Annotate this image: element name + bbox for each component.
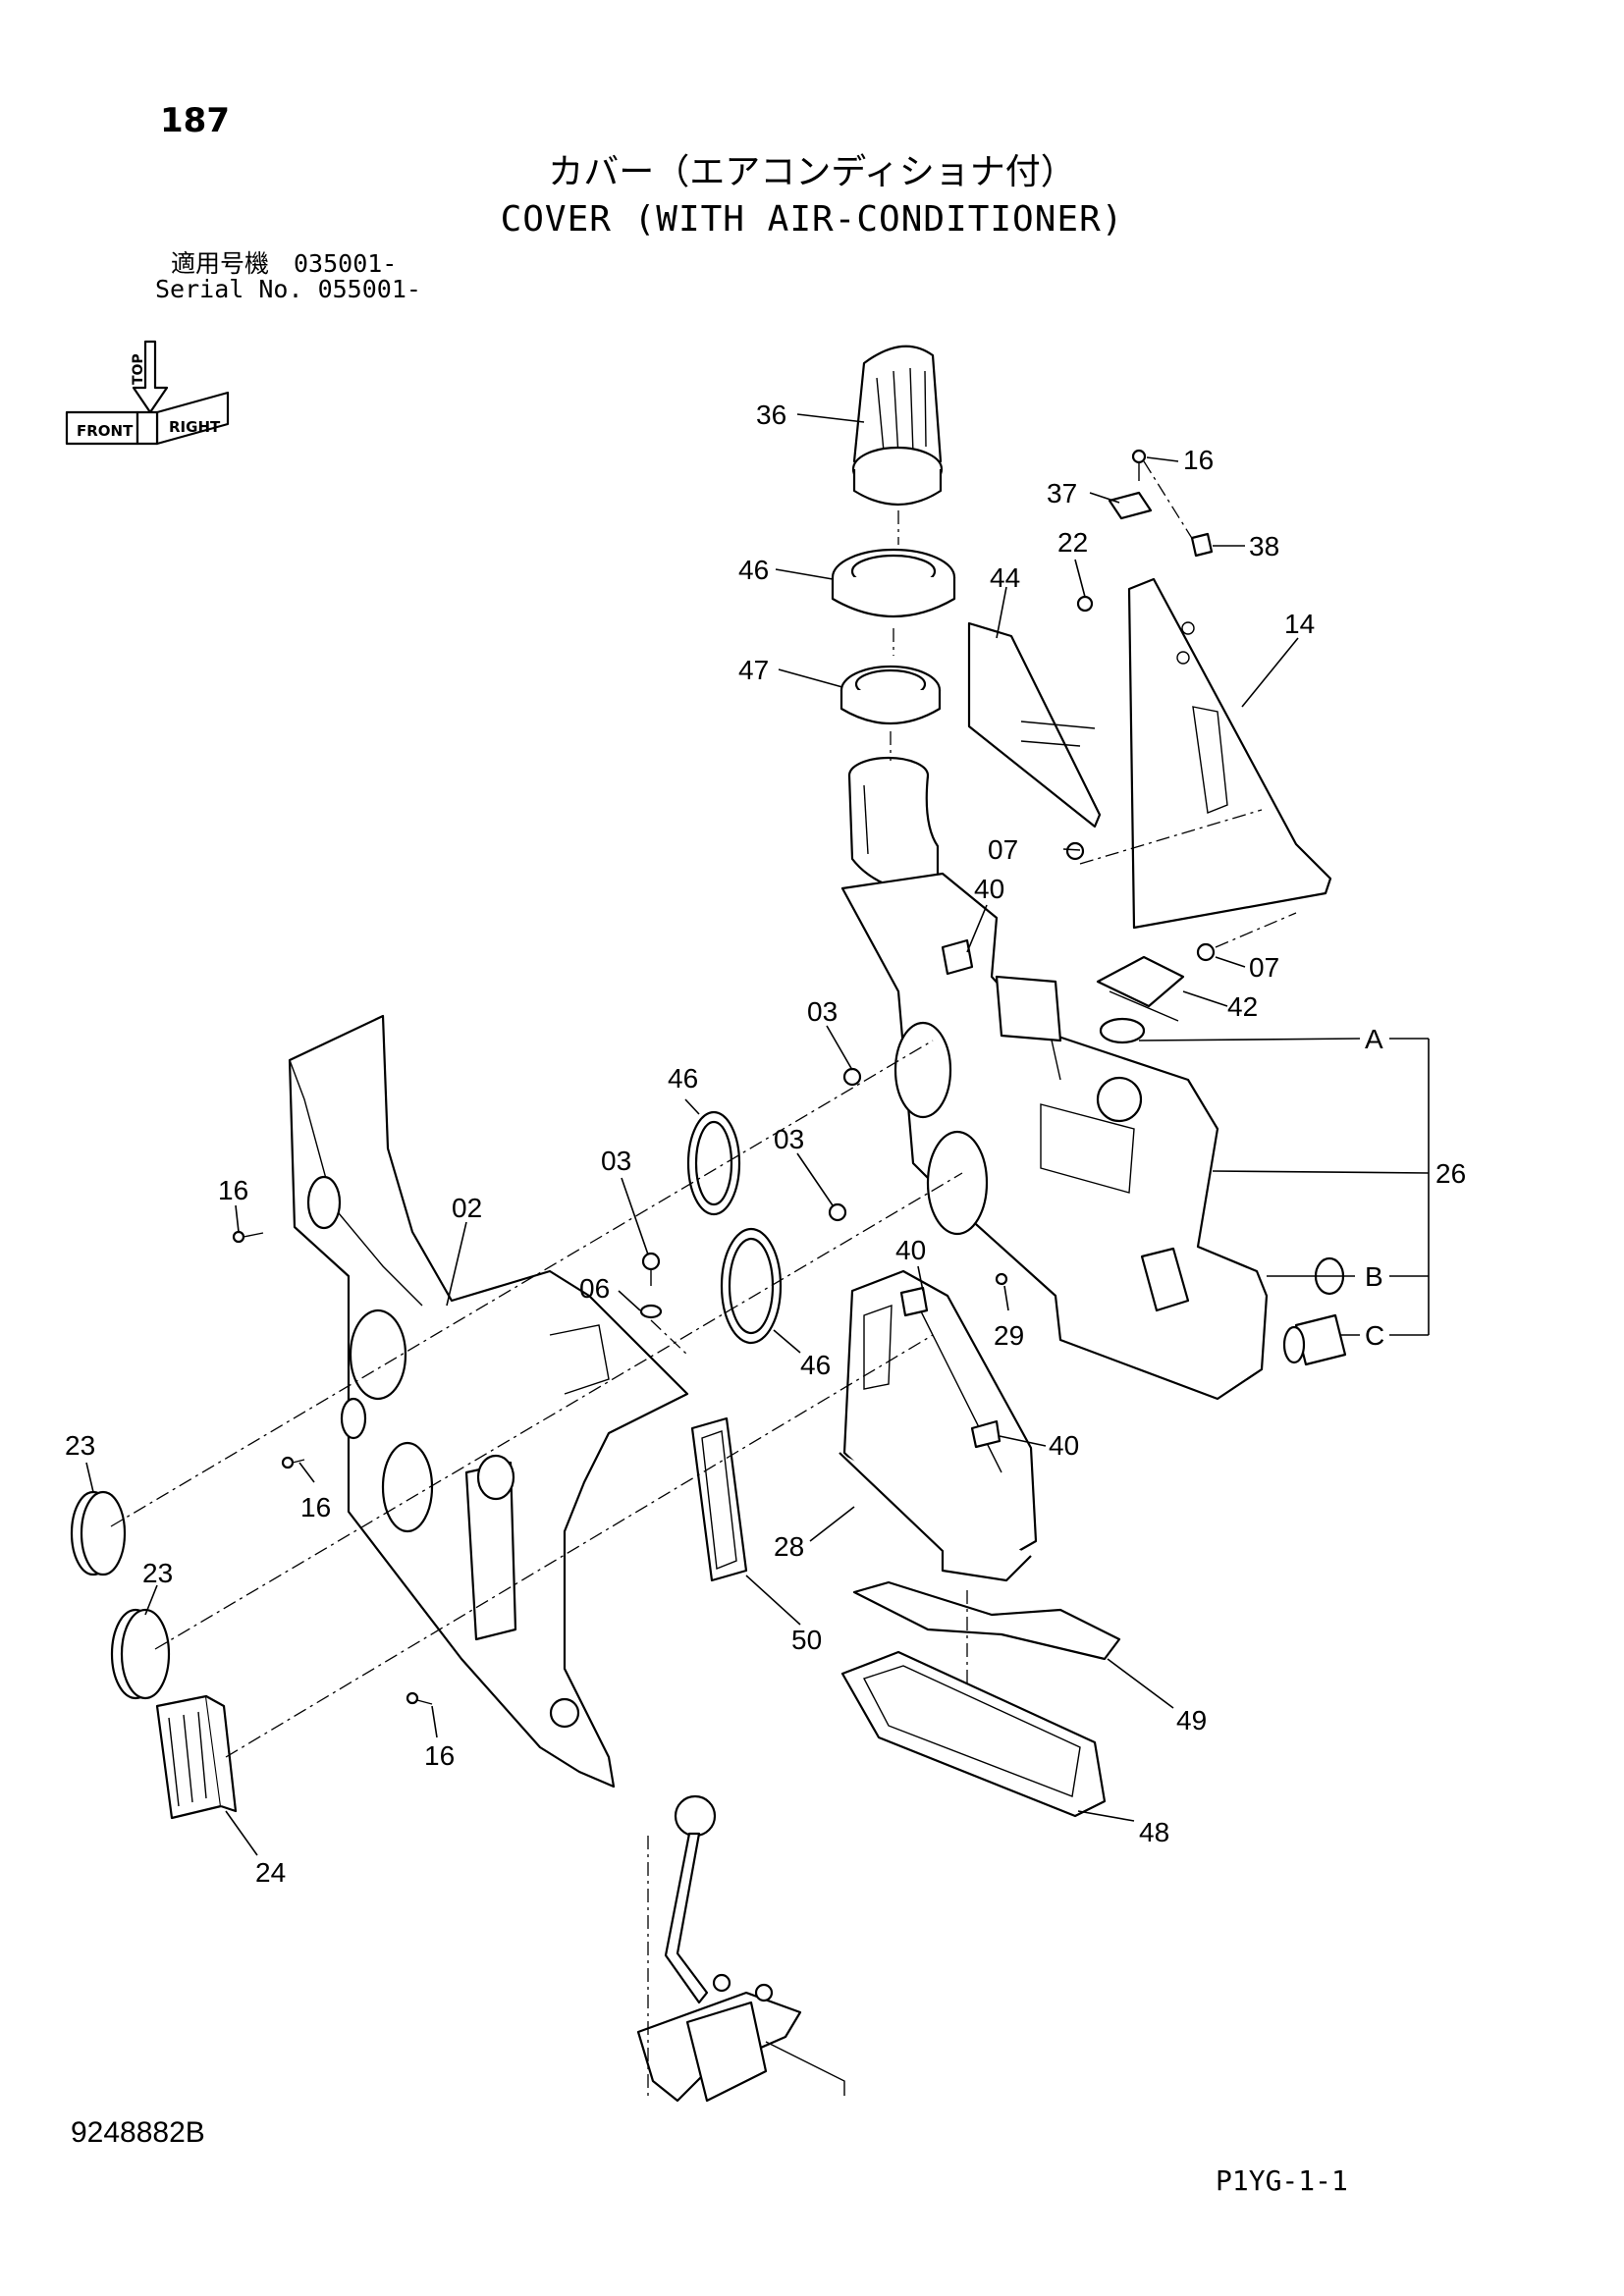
callout-40-lower: 40 <box>1049 1430 1079 1461</box>
orientation-top-label: TOP <box>131 353 146 385</box>
orientation-arrows-icon: FRONT RIGHT TOP <box>65 340 230 446</box>
callout-38: 38 <box>1249 531 1279 561</box>
duct-elbow-part <box>847 756 940 895</box>
callout-46-mid: 46 <box>668 1063 698 1094</box>
callout-16-lower: 16 <box>424 1740 455 1771</box>
serial-applicable-japanese: 適用号機 035001- <box>171 249 398 278</box>
duct-28-part <box>839 1269 1038 1582</box>
callout-07-lower: 07 <box>1249 952 1279 983</box>
clip-37-part <box>1108 491 1153 520</box>
callout-42: 42 <box>1227 991 1258 1022</box>
washer-06-part <box>639 1304 663 1319</box>
callout-37: 37 <box>1047 478 1077 508</box>
screw-16-parts <box>232 1230 433 1705</box>
callout-44: 44 <box>990 562 1020 593</box>
bolt-22-part <box>1076 595 1094 613</box>
louver-24-part <box>155 1694 238 1820</box>
callout-06: 06 <box>579 1273 610 1304</box>
fitting-C-part <box>1282 1313 1347 1366</box>
callout-36: 36 <box>756 400 786 430</box>
cover-02-part <box>288 1014 689 1789</box>
callout-48: 48 <box>1139 1817 1169 1847</box>
bolt-29-part <box>995 1272 1008 1286</box>
callout-16-left: 16 <box>218 1175 248 1205</box>
callout-07: 07 <box>988 834 1018 865</box>
grommet-23-parts <box>70 1490 171 1700</box>
callout-03-left: 03 <box>601 1146 631 1176</box>
callout-46: 46 <box>738 555 769 585</box>
callout-23-lower: 23 <box>142 1558 173 1588</box>
callout-03: 03 <box>807 996 838 1027</box>
vent-louver-part <box>851 345 944 507</box>
tray-48-part <box>840 1650 1107 1818</box>
clip-40-parts <box>899 938 1001 1449</box>
nut-38-part <box>1190 532 1214 558</box>
callout-40: 40 <box>974 874 1004 904</box>
gasket-50-part <box>690 1416 748 1582</box>
callout-C: C <box>1365 1320 1384 1351</box>
callout-03-mid: 03 <box>774 1124 804 1154</box>
callout-02: 02 <box>452 1193 482 1223</box>
callout-labels: 36 16 37 38 22 46 44 14 47 07 40 07 42 0… <box>65 400 1466 1888</box>
callout-14: 14 <box>1284 609 1315 639</box>
callout-28: 28 <box>774 1531 804 1562</box>
air-duct-housing-26-part <box>840 872 1269 1401</box>
callout-46-lower: 46 <box>800 1350 831 1380</box>
callout-22: 22 <box>1057 527 1088 558</box>
callout-47: 47 <box>738 655 769 685</box>
bolt-16-part <box>1131 449 1147 481</box>
callout-B: B <box>1365 1261 1383 1292</box>
title-english: COVER (WITH AIR-CONDITIONER) <box>500 199 1124 240</box>
callout-A: A <box>1365 1024 1383 1054</box>
plate-44-part <box>967 621 1102 828</box>
page-number: 187 <box>160 101 230 140</box>
bolt-07-part <box>1065 841 1216 962</box>
document-number: 9248882B <box>71 2116 205 2149</box>
grommet-46-parts <box>686 1110 783 1345</box>
control-lever-assembly-part <box>636 1794 845 2103</box>
bracket-14-part <box>1127 577 1332 930</box>
callout-40-mid: 40 <box>895 1235 926 1265</box>
callout-leader-lines <box>85 413 1430 1856</box>
bolt-03-parts <box>641 1067 862 1286</box>
callout-29: 29 <box>994 1320 1024 1351</box>
serial-number: Serial No. 055001- <box>155 275 421 303</box>
orientation-front-label: FRONT <box>77 422 134 440</box>
title-japanese: カバー（エアコンディショナ付） <box>548 152 1076 192</box>
page-code: P1YG-1-1 <box>1216 2164 1348 2197</box>
callout-26: 26 <box>1435 1158 1466 1189</box>
callout-50: 50 <box>791 1625 822 1655</box>
assembly-centerlines <box>110 460 1297 2101</box>
cap-42-part <box>1096 955 1185 1044</box>
callout-16: 16 <box>1183 445 1214 475</box>
callout-24: 24 <box>255 1857 286 1888</box>
callout-16-mid: 16 <box>300 1492 331 1522</box>
callout-49: 49 <box>1176 1705 1207 1735</box>
orientation-right-label: RIGHT <box>169 418 221 436</box>
seal-ring-parts <box>831 548 956 724</box>
callout-23: 23 <box>65 1430 95 1461</box>
pad-49-part <box>852 1580 1121 1661</box>
